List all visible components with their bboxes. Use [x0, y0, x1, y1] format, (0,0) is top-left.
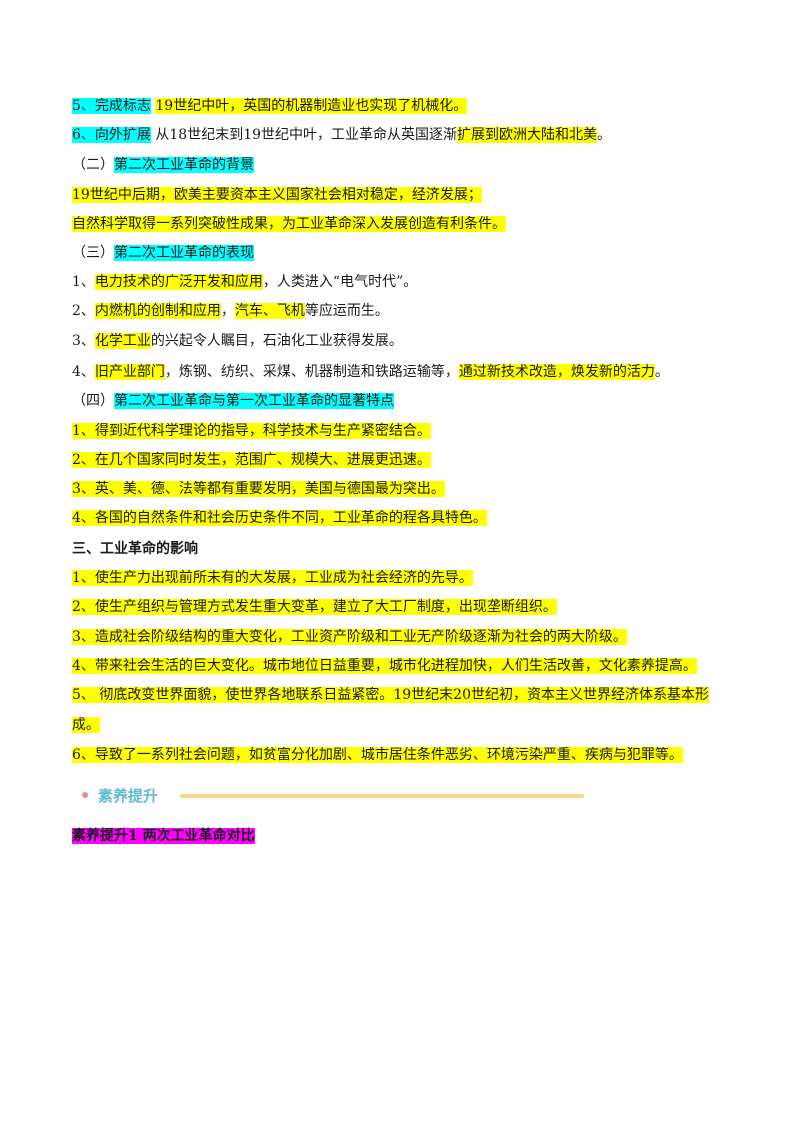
subheading-text: 素养提升1 两次工业革命对比: [72, 828, 255, 844]
banner-divider: [180, 794, 584, 798]
background-line-1: 19世纪中后期，欧美主要资本主义国家社会相对稳定，经济发展；: [72, 185, 482, 205]
manifestation-item-4: 4、旧产业部门，炼钢、纺织、采煤、机器制造和铁路运输等，通过新技术改造，焕发新的…: [72, 362, 669, 382]
heading-text: 第二次工业革命的表现: [114, 245, 254, 261]
impact-text: 4、带来社会生活的巨大变化。城市地位日益重要，城市化进程加快，人们生活改善，文化…: [72, 658, 697, 674]
background-text-1: 19世纪中后期，欧美主要资本主义国家社会相对稳定，经济发展；: [72, 187, 482, 203]
heading-number: （四）: [72, 393, 114, 409]
impact-item-6: 6、导致了一系列社会问题，如贫富分化加剧、城市居住条件恶劣、环境污染严重、疾病与…: [72, 745, 683, 765]
impact-item-2: 2、使生产组织与管理方式发生重大变革，建立了大工厂制度，出现垄断组织。: [72, 597, 557, 617]
item-highlight: 化学工业: [94, 333, 151, 349]
impact-item-3: 3、造成社会阶级结构的重大变化，工业资产阶级和工业无产阶级逐渐为社会的两大阶级。: [72, 627, 627, 647]
feature-item-1: 1、得到近代科学理论的指导，科学技术与生产紧密结合。: [72, 421, 431, 441]
heading-number: （二）: [72, 157, 114, 173]
heading-second-revolution-background: （二）第二次工业革命的背景: [72, 155, 254, 175]
subheading-comparison: 素养提升1 两次工业革命对比: [72, 826, 255, 846]
impact-item-5: 5、 彻底改变世界面貌，使世界各地联系日益紧密。19世纪末20世纪初，资本主义世…: [72, 685, 709, 705]
feature-item-2: 2、在几个国家同时发生，范围广、规模大、进展更迅速。: [72, 450, 431, 470]
impact-text: 5、 彻底改变世界面貌，使世界各地联系日益紧密。19世纪末20世纪初，资本主义世…: [72, 687, 709, 703]
item-text: ，人类进入“电气时代”。: [262, 274, 418, 290]
feature-text: 4、各国的自然条件和社会历史条件不同，工业革命的程各具特色。: [72, 510, 487, 526]
label-completion-mark: 5、完成标志: [72, 98, 151, 114]
impact-text: 3、造成社会阶级结构的重大变化，工业资产阶级和工业无产阶级逐渐为社会的两大阶级。: [72, 629, 627, 645]
item-text: 的兴起令人瞩目，石油化工业获得发展。: [150, 333, 403, 349]
manifestation-item-1: 1、电力技术的广泛开发和应用，人类进入“电气时代”。: [72, 272, 417, 292]
item-highlight: 通过新技术改造，焕发新的活力: [458, 364, 655, 380]
impact-text: 1、使生产力出现前所未有的大发展，工业成为社会经济的先导。: [72, 570, 473, 586]
impact-item-4: 4、带来社会生活的巨大变化。城市地位日益重要，城市化进程加快，人们生活改善，文化…: [72, 656, 697, 676]
banner-title: 素养提升: [98, 787, 159, 805]
punct: 。: [597, 127, 612, 143]
feature-item-4: 4、各国的自然条件和社会历史条件不同，工业革命的程各具特色。: [72, 508, 487, 528]
heading-number: （三）: [72, 245, 114, 261]
impact-item-5-cont: 成。: [72, 715, 100, 735]
bullet-dot-icon: [82, 792, 88, 798]
highlight-outward-expansion: 扩展到欧洲大陆和北美: [457, 127, 598, 143]
heading-text: 第二次工业革命的背景: [114, 157, 254, 173]
item-highlight: 汽车、飞机: [234, 303, 305, 319]
section-heading-impact: 三、工业革命的影响: [72, 539, 198, 559]
line-outward-expansion: 6、向外扩展 从18世纪末到19世纪中叶，工业革命从英国逐渐扩展到欧洲大陆和北美…: [72, 125, 611, 145]
feature-text: 2、在几个国家同时发生，范围广、规模大、进展更迅速。: [72, 452, 431, 468]
feature-text: 3、英、美、德、法等都有重要发明，美国与德国最为突出。: [72, 481, 445, 497]
impact-text: 6、导致了一系列社会问题，如贫富分化加剧、城市居住条件恶劣、环境污染严重、疾病与…: [72, 747, 683, 763]
heading-text: 第二次工业革命与第一次工业革命的显著特点: [114, 393, 394, 409]
text-completion-mark: 19世纪中叶，英国的机器制造业也实现了机械化。: [155, 98, 468, 114]
feature-item-3: 3、英、美、德、法等都有重要发明，美国与德国最为突出。: [72, 479, 445, 499]
text-outward-expansion: 从18世纪末到19世纪中叶，工业革命从英国逐渐: [155, 127, 458, 143]
impact-text: 2、使生产组织与管理方式发生重大变革，建立了大工厂制度，出现垄断组织。: [72, 599, 557, 615]
impact-item-1: 1、使生产力出现前所未有的大发展，工业成为社会经济的先导。: [72, 568, 473, 588]
item-highlight: 电力技术的广泛开发和应用: [94, 274, 263, 290]
background-line-2: 自然科学取得一系列突破性成果，为工业革命深入发展创造有利条件。: [72, 214, 506, 234]
item-number: 1、: [72, 274, 95, 290]
heading-second-revolution-manifestations: （三）第二次工业革命的表现: [72, 243, 254, 263]
impact-text: 成。: [72, 717, 100, 733]
background-text-2: 自然科学取得一系列突破性成果，为工业革命深入发展创造有利条件。: [72, 216, 506, 232]
item-number: 4、: [72, 364, 95, 380]
manifestation-item-3: 3、化学工业的兴起令人瞩目，石油化工业获得发展。: [72, 331, 403, 351]
item-highlight: 内燃机的创制和应用: [94, 303, 221, 319]
item-number: 2、: [72, 303, 95, 319]
feature-text: 1、得到近代科学理论的指导，科学技术与生产紧密结合。: [72, 423, 431, 439]
manifestation-item-2: 2、内燃机的创制和应用，汽车、飞机等应运而生。: [72, 301, 389, 321]
item-text: ，炼钢、纺织、采煤、机器制造和铁路运输等，: [164, 364, 459, 380]
item-text: ，: [220, 303, 235, 319]
item-text: 等应运而生。: [304, 303, 389, 319]
heading-features-comparison: （四）第二次工业革命与第一次工业革命的显著特点: [72, 391, 394, 411]
label-outward-expansion: 6、向外扩展: [72, 127, 151, 143]
item-text: 。: [654, 364, 669, 380]
section-heading-text: 三、工业革命的影响: [72, 541, 198, 557]
item-highlight: 旧产业部门: [94, 364, 165, 380]
item-number: 3、: [72, 333, 95, 349]
line-completion-mark: 5、完成标志 19世纪中叶，英国的机器制造业也实现了机械化。: [72, 96, 468, 116]
